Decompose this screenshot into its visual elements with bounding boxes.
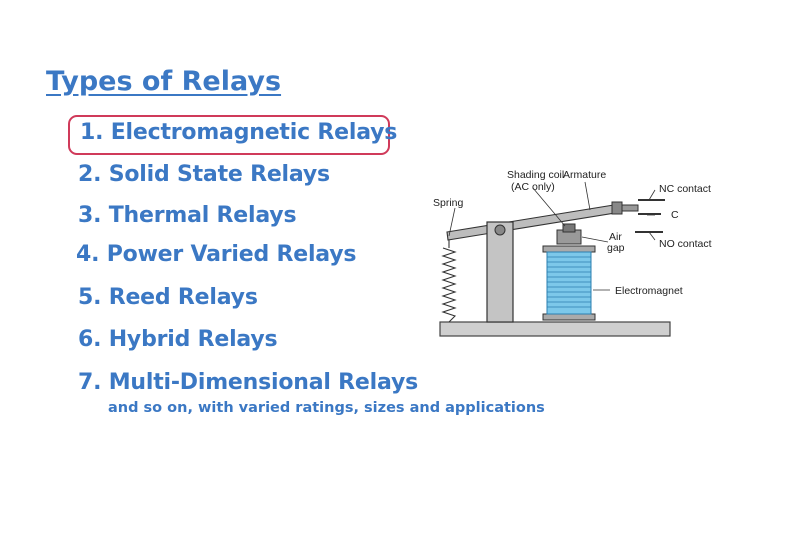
armature-bar: [446, 203, 622, 241]
relay-diagram: Shading coil (AC only) Armature NC conta…: [433, 169, 712, 337]
label-spring: Spring: [433, 197, 464, 209]
list-item-thermal: 3. Thermal Relays: [78, 203, 297, 228]
pole-cap: [562, 223, 576, 233]
label-c: C: [671, 209, 679, 221]
label-shading-coil: Shading coil: [507, 169, 564, 181]
label-air: Air: [609, 231, 622, 243]
armature-contact-tip: [621, 204, 639, 212]
base-plate: [439, 321, 671, 337]
slide-title: Types of Relays: [46, 66, 282, 97]
label-no-contact: NO contact: [659, 238, 712, 250]
electromagnet-coil: [542, 245, 596, 321]
label-armature: Armature: [563, 169, 606, 181]
label-ac-only: (AC only): [511, 181, 555, 193]
list-item-power-varied: 4. Power Varied Relays: [76, 242, 357, 267]
highlight-box: [68, 115, 390, 155]
list-item-hybrid: 6. Hybrid Relays: [78, 327, 278, 352]
label-nc-contact: NC contact: [659, 183, 711, 195]
leader-lines: [448, 181, 656, 291]
list-item-solid-state: 2. Solid State Relays: [78, 162, 330, 187]
spring: [441, 236, 457, 323]
label-gap: gap: [607, 242, 625, 254]
pivot-post: [486, 221, 514, 323]
pivot-pin: [494, 224, 506, 236]
label-electromagnet: Electromagnet: [615, 285, 683, 297]
list-item-electromagnetic: 1. Electromagnetic Relays: [80, 120, 398, 145]
list-item-reed: 5. Reed Relays: [78, 285, 258, 310]
armature-contact-block: [611, 201, 623, 215]
list-item-multi-dimensional: 7. Multi-Dimensional Relays: [78, 370, 418, 395]
footnote: and so on, with varied ratings, sizes an…: [108, 400, 545, 416]
